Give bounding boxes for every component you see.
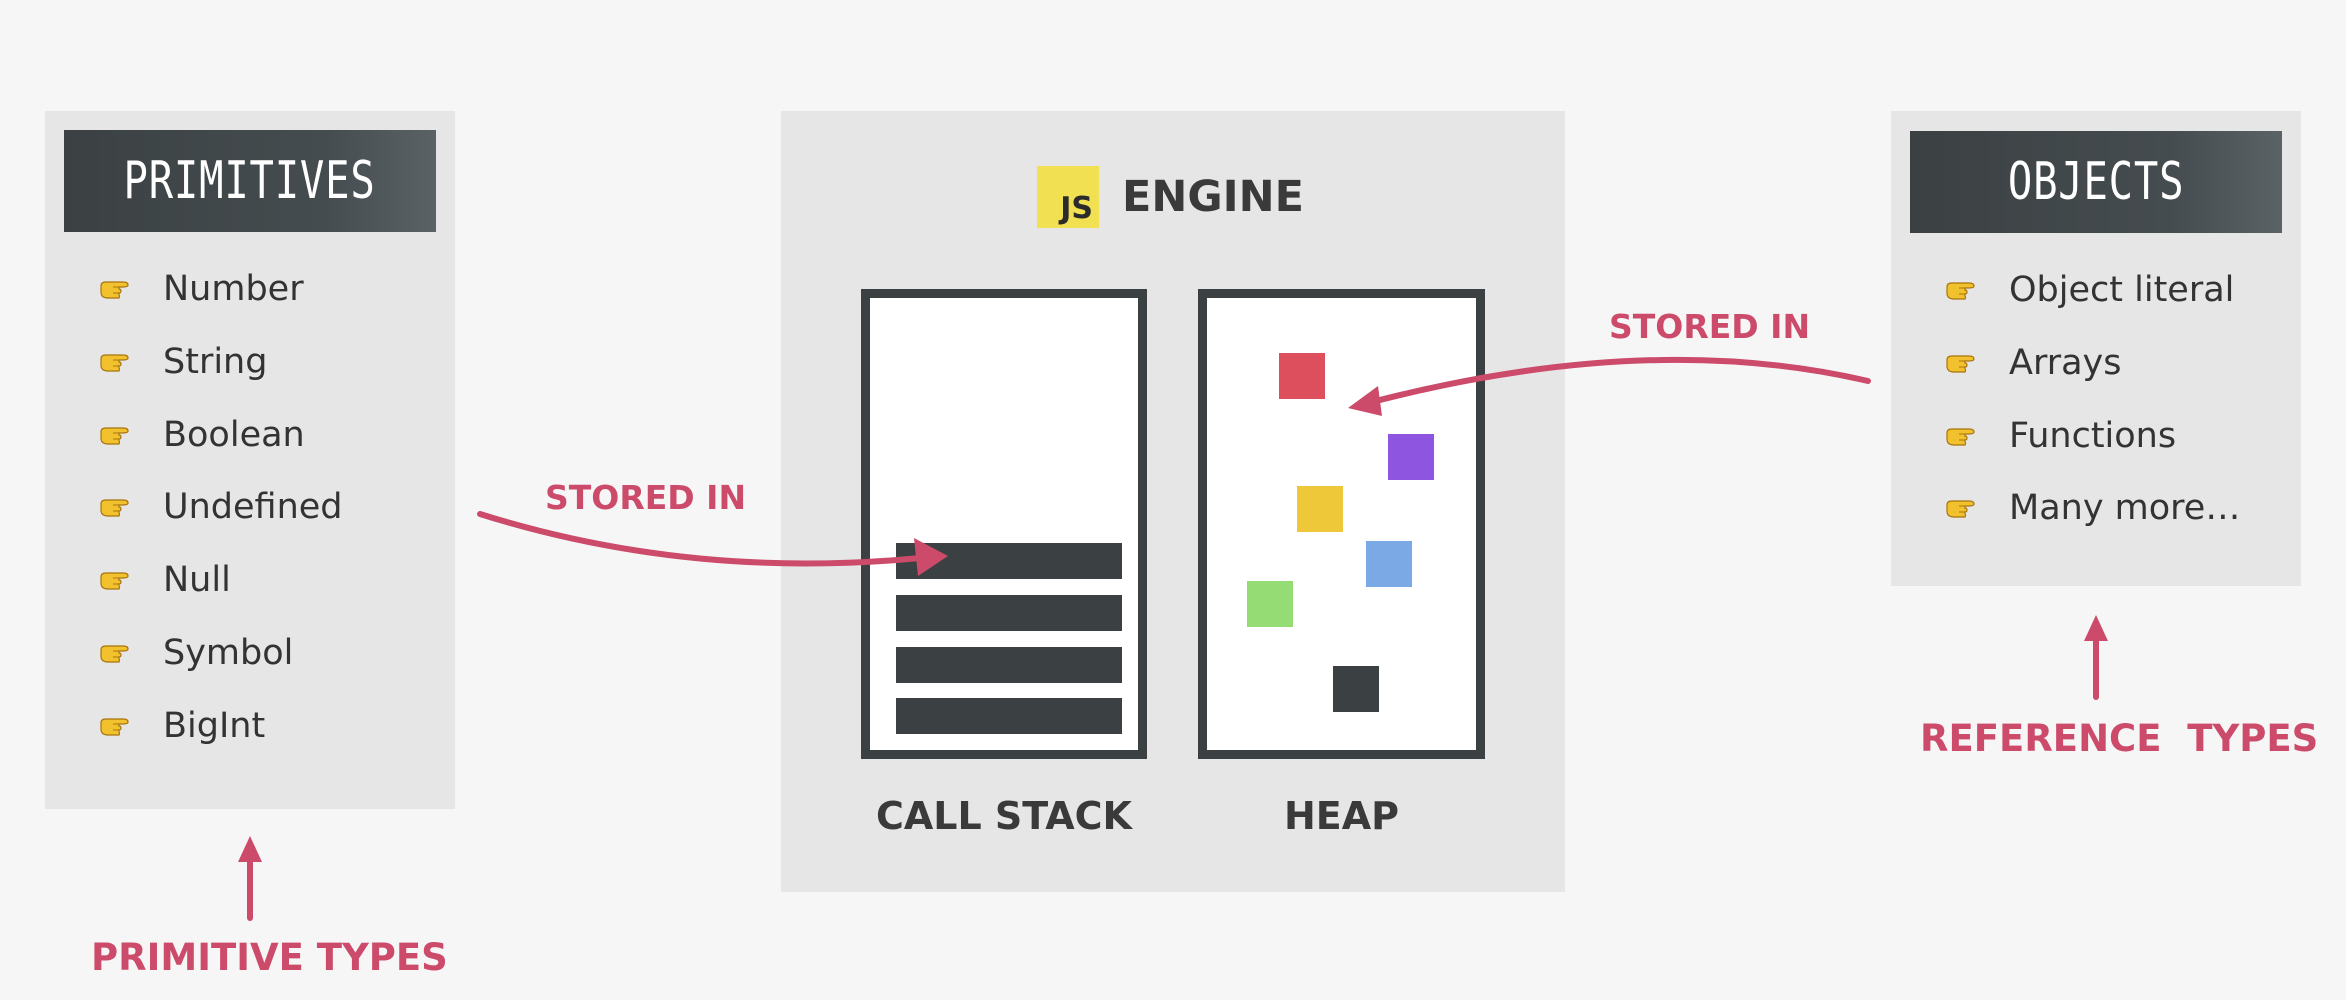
stack-frame	[896, 698, 1122, 734]
left-stored-in-label: STORED IN	[545, 478, 747, 517]
object-item-label: Many more…	[2009, 488, 2241, 529]
object-item-label: Object literal	[2009, 270, 2235, 310]
objects-header: OBJECTS	[1910, 131, 2282, 233]
pointing-hand-icon	[99, 714, 135, 738]
heap-object-yellow	[1297, 486, 1343, 532]
primitive-item-label: Symbol	[163, 633, 294, 673]
heap-label: HEAP	[1283, 794, 1400, 838]
heap-object-purple	[1388, 434, 1434, 480]
primitives-title: PRIMITIVES	[123, 151, 376, 211]
primitive-types-label: PRIMITIVE TYPES	[91, 936, 448, 979]
call-stack-label: CALL STACK	[875, 794, 1133, 838]
arrowhead-reference-types	[2084, 615, 2108, 641]
pointing-hand-icon	[1945, 351, 1981, 375]
pointing-hand-icon	[99, 277, 135, 301]
heap-object-blue	[1366, 541, 1412, 587]
objects-title: OBJECTS	[2007, 152, 2185, 212]
object-item-label: Arrays	[2009, 342, 2122, 383]
primitive-item-label: Undefined	[163, 487, 343, 528]
pointing-hand-icon	[1945, 424, 1981, 448]
reference-types-label: REFERENCE TYPES	[1920, 717, 2319, 760]
js-logo: JS	[1037, 166, 1099, 228]
js-logo-text: JS	[1060, 191, 1093, 226]
primitive-list-item: Null	[45, 550, 455, 610]
pointing-hand-icon	[99, 495, 135, 519]
arrowhead-primitive-types	[238, 836, 262, 862]
pointing-hand-icon	[99, 423, 135, 447]
heap-box	[1198, 289, 1485, 759]
primitive-list-item: Symbol	[45, 623, 455, 683]
primitive-list-item: Undefined	[45, 477, 455, 537]
primitive-item-label: String	[163, 341, 268, 382]
object-list-item: Arrays	[1891, 333, 2301, 393]
primitive-list-item: String	[45, 332, 455, 392]
pointing-hand-icon	[1945, 278, 1981, 302]
primitive-list-item: BigInt	[45, 696, 455, 756]
heap-object-red	[1279, 353, 1325, 399]
object-list-item: Object literal	[1891, 260, 2301, 320]
object-list-item: Many more…	[1891, 478, 2301, 538]
pointing-hand-icon	[99, 568, 135, 592]
primitive-item-label: Boolean	[163, 414, 305, 455]
pointing-hand-icon	[99, 641, 135, 665]
primitive-list-item: Number	[45, 259, 455, 319]
pointing-hand-icon	[1945, 496, 1981, 520]
object-item-label: Functions	[2009, 415, 2177, 456]
right-stored-in-label: STORED IN	[1609, 307, 1811, 346]
engine-title: ENGINE	[1122, 172, 1305, 222]
stack-frame	[896, 543, 1122, 579]
primitives-header: PRIMITIVES	[64, 130, 436, 232]
stack-frame	[896, 595, 1122, 631]
heap-object-green	[1247, 581, 1293, 627]
primitive-item-label: Null	[163, 560, 231, 601]
primitive-item-label: BigInt	[163, 705, 266, 746]
stack-frame	[896, 647, 1122, 683]
primitive-item-label: Number	[163, 269, 304, 309]
object-list-item: Functions	[1891, 406, 2301, 466]
pointing-hand-icon	[99, 350, 135, 374]
call-stack-box	[861, 289, 1147, 759]
heap-object-dark	[1333, 666, 1379, 712]
primitive-list-item: Boolean	[45, 405, 455, 465]
